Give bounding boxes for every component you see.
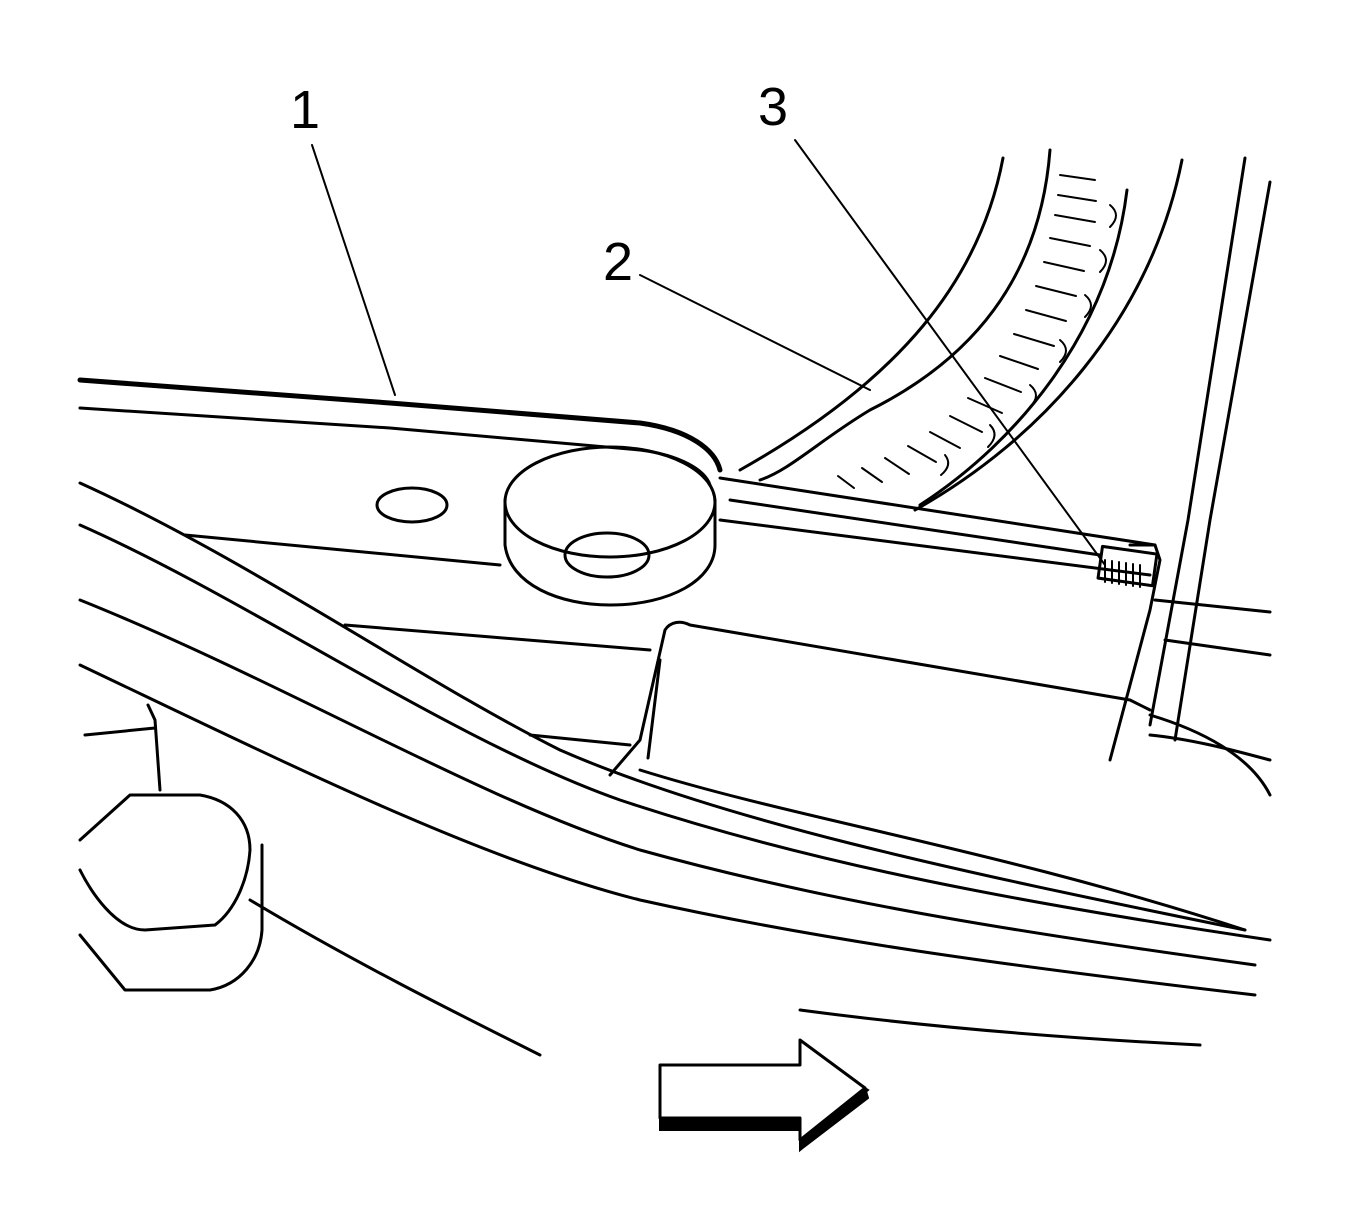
mount-bracket [78,703,264,992]
tire-tread [738,148,1184,512]
leader-line-2 [639,274,871,391]
strut-tube [1108,156,1272,762]
leader-line-3 [794,139,1106,566]
callout-label-2: 2 [603,232,633,292]
frame-rail [78,481,1272,1057]
frame-bracket [343,620,1272,797]
callout-label-3: 3 [758,77,788,137]
arrow-right-icon [658,1038,870,1153]
leader-line-1 [311,144,396,396]
callout-leaders [311,139,1106,566]
callout-label-1: 1 [290,80,320,140]
link-bar [718,476,1272,657]
lower-control-arm [77,377,723,607]
